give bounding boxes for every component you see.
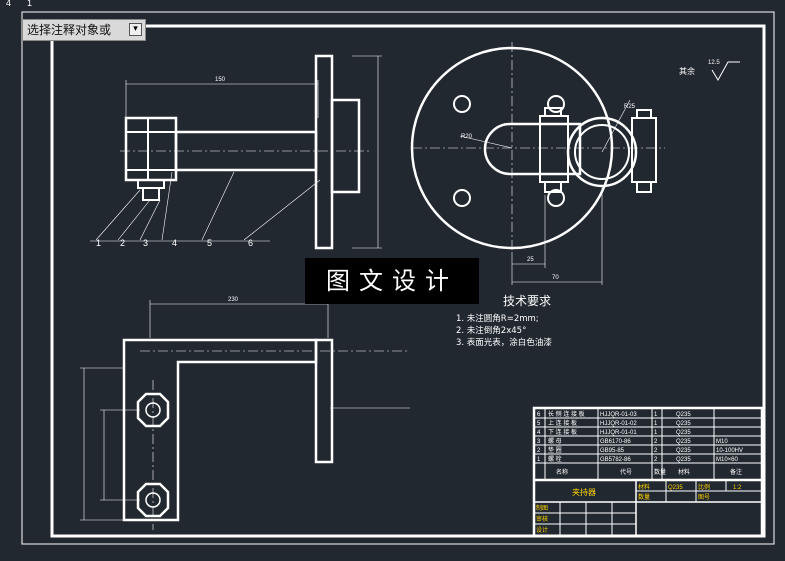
- corner-mark-left: 4: [6, 0, 12, 8]
- requirement-item-2: 2. 未注倒角2x45°: [456, 326, 527, 336]
- bom-cell: 1: [537, 457, 541, 463]
- requirements-title: 技术要求: [503, 294, 552, 308]
- bom-cell: GB5782-86: [600, 457, 631, 463]
- corner-mark-right: 1: [27, 0, 33, 8]
- watermark-banner: 图文设计: [305, 258, 479, 304]
- bom-cell: 长 侧 连 接 板: [548, 410, 585, 418]
- bom-header-name: 名称: [556, 468, 568, 476]
- drawing-no-label: 图号: [698, 494, 710, 501]
- bom-cell: HJJQR-01-03: [600, 412, 637, 418]
- callout-3: 3: [143, 238, 148, 248]
- scale-value: 1:2: [733, 485, 742, 491]
- material-label: 材料: [638, 483, 650, 491]
- bom-cell: 垫 圈: [548, 446, 562, 454]
- bom-cell: 上 连 接 板: [548, 419, 577, 427]
- bom-cell: Q235: [676, 448, 691, 454]
- bom-cell: GB95-85: [600, 448, 625, 454]
- bom-cell: HJJQR-01-01: [600, 430, 637, 436]
- bom-cell: 2: [654, 448, 658, 454]
- dim-r25: R25: [624, 104, 636, 110]
- row-label-design: 设计: [536, 526, 548, 534]
- bom-cell: Q235: [676, 430, 691, 436]
- requirement-item-1: 1. 未注圆角R=2mm;: [456, 314, 539, 324]
- bom-cell: 5: [537, 421, 541, 427]
- bom-cell: 1: [654, 412, 658, 418]
- bom-cell: 6: [537, 412, 541, 418]
- top-view: [80, 300, 410, 530]
- bom-header-code: 代号: [620, 468, 632, 476]
- bom-header-material: 材料: [678, 468, 690, 476]
- roughness-symbol: [711, 61, 740, 81]
- bom-cell: GB6170-86: [600, 439, 631, 445]
- bom-cell: 2: [537, 448, 541, 454]
- select-annotation-prompt[interactable]: 选择注释对象或 ▾: [22, 19, 146, 41]
- bom-cell: Q235: [676, 439, 691, 445]
- dim-230: 230: [228, 297, 239, 303]
- dim-150: 150: [215, 77, 226, 83]
- requirement-item-3: 3. 表面光表，涂白色油漆: [456, 338, 552, 348]
- side-view: [410, 42, 665, 285]
- row-label-check: 审核: [536, 515, 548, 523]
- bom-cell: 10-100HV: [716, 448, 743, 454]
- dim-r20: R20: [461, 134, 473, 140]
- dim-25: 25: [527, 257, 534, 263]
- inner-border: [50, 24, 766, 538]
- bom-cell: Q235: [676, 421, 691, 427]
- scale-label: 比例: [698, 483, 710, 491]
- bom-header-note: 备注: [730, 468, 742, 476]
- bom-cell: 4: [537, 430, 541, 436]
- callout-2: 2: [120, 238, 125, 248]
- bom-cell: 2: [654, 439, 658, 445]
- row-label-draw: 制图: [536, 504, 548, 512]
- front-view: [90, 54, 382, 250]
- material-value: Q235: [668, 485, 683, 491]
- callout-5: 5: [207, 238, 212, 248]
- bom-cell: 螺 栓: [548, 455, 562, 463]
- bom-cell: HJJQR-01-02: [600, 421, 637, 427]
- bom-cell: 1: [654, 430, 658, 436]
- weight-label: 数量: [638, 493, 650, 501]
- bom-cell: 螺 母: [548, 437, 562, 445]
- bom-cell: M10: [716, 439, 728, 445]
- roughness-value: 12.5: [708, 60, 720, 66]
- bom-cell: Q235: [676, 412, 691, 418]
- dim-70: 70: [552, 275, 559, 281]
- dropdown-arrow-icon[interactable]: ▾: [129, 23, 142, 36]
- outer-border: [21, 11, 775, 545]
- callout-4: 4: [172, 238, 177, 248]
- bom-cell: 3: [537, 439, 541, 445]
- bom-header-qty: 数量: [654, 468, 666, 476]
- bom-cell: 下 连 接 板: [548, 428, 577, 436]
- bom-cell: 2: [654, 457, 658, 463]
- bom-cell: 1: [654, 421, 658, 427]
- callout-1: 1: [96, 238, 101, 248]
- part-name: 夹持器: [572, 487, 596, 497]
- select-prompt-text: 选择注释对象或: [27, 23, 112, 37]
- title-block: [532, 406, 764, 538]
- bom-cell: Q235: [676, 457, 691, 463]
- callout-6: 6: [248, 238, 253, 248]
- roughness-label: 其余: [679, 67, 695, 76]
- bom-cell: M10×60: [716, 457, 739, 463]
